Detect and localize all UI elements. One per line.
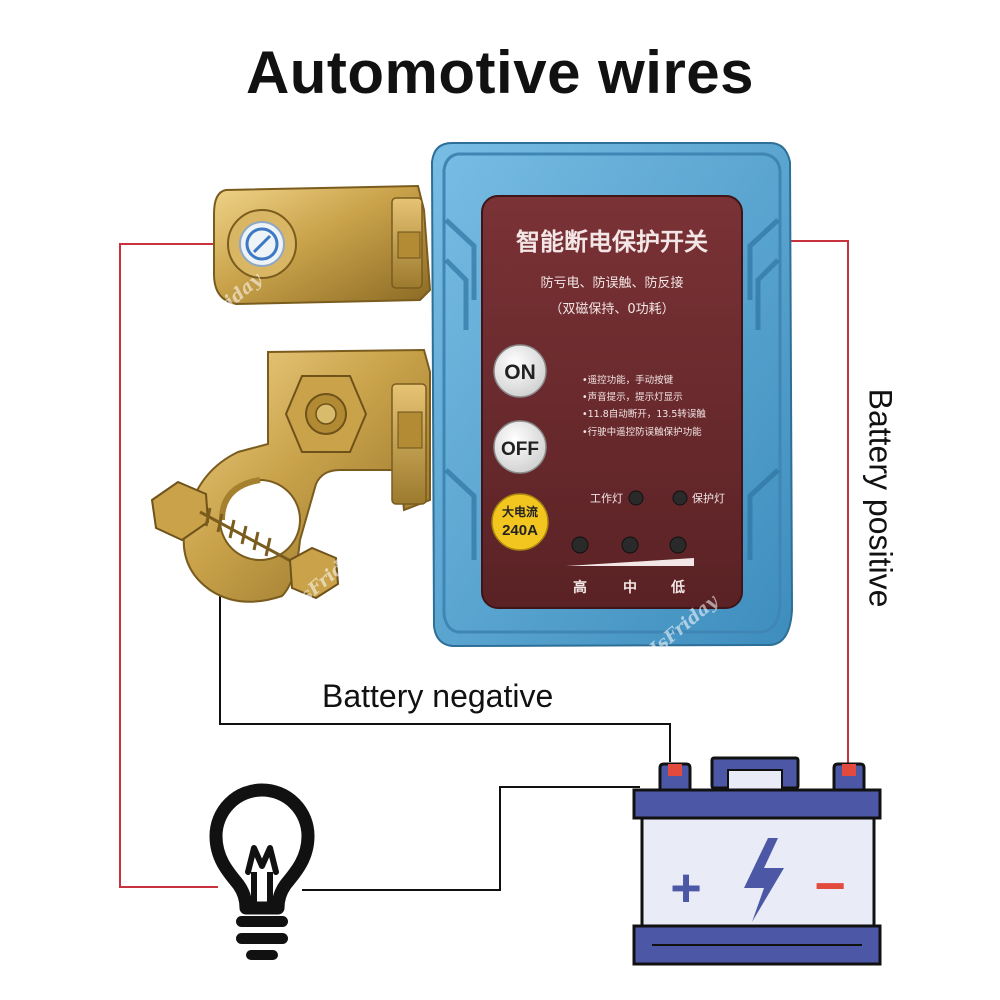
panel-title: 智能断电保护开关 [516, 228, 708, 256]
battery-positive-terminal [832, 762, 866, 792]
current-rating-badge: 大电流 240A [491, 493, 549, 551]
level-led-low [669, 536, 687, 554]
spec-line-4: •行驶中遥控防误触保护功能 [582, 426, 702, 438]
page-title: Automotive wires [245, 39, 755, 106]
battery-icon: + − [632, 756, 882, 966]
top-terminal-lug [213, 184, 432, 306]
level-label-high: 高 [573, 579, 587, 596]
spec-line-1: •遥控功能，手动按键 [582, 374, 674, 386]
off-button-label: OFF [501, 439, 539, 460]
on-button[interactable]: ON [493, 344, 547, 398]
work-light-led [628, 490, 644, 506]
lightning-icon [744, 838, 784, 922]
battery-positive-label: Battery positive [862, 388, 899, 608]
level-wedge [566, 558, 694, 566]
level-led-mid [621, 536, 639, 554]
current-rating-value: 240A [502, 522, 538, 539]
battery-negative-terminal [658, 762, 692, 792]
wire-negative [219, 568, 671, 891]
level-label-mid: 中 [623, 579, 637, 596]
bottom-terminal-clamp [150, 348, 431, 603]
light-bulb-icon [209, 783, 315, 960]
on-button-label: ON [504, 361, 536, 384]
off-button[interactable]: OFF [493, 420, 547, 474]
battery-switch-device: 智能断电保护开关 防亏电、防误触、防反接 （双磁保持、0功耗） ON OFF 大… [430, 142, 794, 648]
protect-light-led [672, 490, 688, 506]
protect-light-label: 保护灯 [692, 491, 725, 505]
spec-line-2: •声音提示，提示灯显示 [582, 391, 683, 403]
battery-negative-label: Battery negative [322, 678, 554, 714]
battery-plus-sign: + [670, 858, 702, 918]
panel-features-note: （双磁保持、0功耗） [549, 302, 674, 317]
battery-minus-sign: − [814, 856, 846, 916]
spec-line-3: •11.8自动断开，13.5转误触 [582, 408, 706, 420]
work-light-label: 工作灯 [590, 492, 623, 505]
device-panel [481, 195, 743, 609]
wire-positive [119, 240, 849, 888]
panel-features: 防亏电、防误触、防反接 [540, 275, 683, 291]
level-label-low: 低 [670, 579, 685, 596]
level-led-high [571, 536, 589, 554]
current-rating-label: 大电流 [502, 504, 538, 519]
